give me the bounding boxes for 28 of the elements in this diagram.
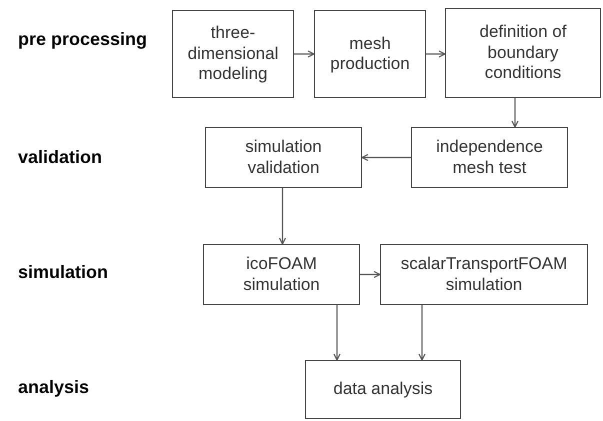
arrow — [426, 50, 446, 58]
box-text: independence mesh test — [435, 137, 544, 178]
arrow — [278, 188, 286, 245]
process-box — [445, 8, 601, 98]
box-text: scalarTransportFOAM simulation — [400, 254, 568, 295]
process-box — [411, 127, 568, 188]
arrow — [418, 305, 426, 361]
arrow — [361, 154, 411, 162]
arrow — [511, 98, 519, 128]
stage-label: simulation — [18, 261, 108, 284]
box-text: three-dimensional modeling — [186, 23, 280, 85]
arrow — [333, 305, 341, 361]
box-text: definition of boundary conditions — [478, 22, 568, 84]
stage-label: pre processing — [18, 28, 148, 50]
arrow — [294, 50, 315, 58]
stage-label: validation — [18, 146, 102, 168]
process-box — [205, 127, 362, 188]
process-box — [172, 10, 294, 98]
process-box — [314, 10, 426, 98]
arrow — [360, 270, 381, 278]
box-text: data analysis — [333, 379, 433, 400]
box-text: simulation validation — [244, 137, 323, 178]
process-box — [380, 244, 588, 305]
box-text: icoFOAM simulation — [242, 254, 321, 295]
process-box — [203, 244, 360, 305]
box-text: mesh production — [329, 34, 411, 74]
stage-label: analysis — [18, 376, 90, 398]
process-box — [305, 360, 461, 419]
